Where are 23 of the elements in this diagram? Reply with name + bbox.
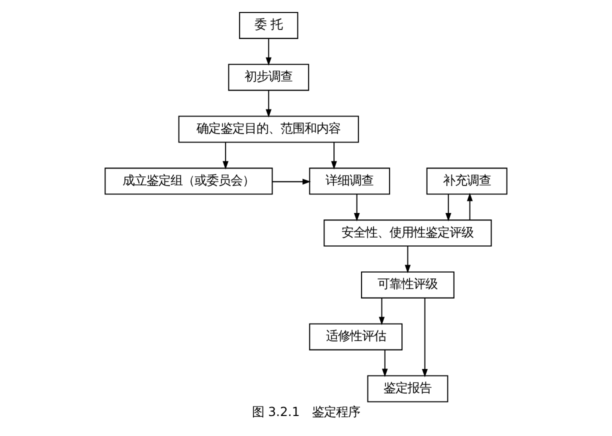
node-box: 可靠性评级 bbox=[361, 271, 454, 298]
arrow bbox=[331, 142, 337, 170]
arrow bbox=[272, 178, 311, 185]
node-box: 确定鉴定目的、范围和内容 bbox=[178, 116, 359, 143]
node-box: 补充调查 bbox=[426, 168, 508, 195]
arrow bbox=[382, 350, 388, 378]
arrow bbox=[222, 142, 228, 170]
node-box: 适修性评估 bbox=[309, 323, 403, 350]
arrow bbox=[266, 90, 272, 118]
arrow bbox=[445, 194, 452, 222]
arrow bbox=[266, 38, 272, 66]
node-box: 初步调查 bbox=[228, 64, 310, 91]
node-box: 详细调查 bbox=[309, 168, 390, 195]
arrow bbox=[422, 298, 428, 378]
arrow bbox=[404, 246, 411, 274]
arrow bbox=[378, 298, 385, 326]
node-box: 成立鉴定组（或委员会） bbox=[104, 168, 273, 195]
node-box: 安全性、使用性鉴定评级 bbox=[324, 220, 492, 247]
caption: 图 3.2.1 鉴定程序 bbox=[252, 404, 360, 419]
node-box: 委 托 bbox=[239, 12, 298, 39]
arrow bbox=[354, 194, 360, 222]
arrow bbox=[466, 192, 473, 220]
node-box: 鉴定报告 bbox=[367, 375, 448, 402]
